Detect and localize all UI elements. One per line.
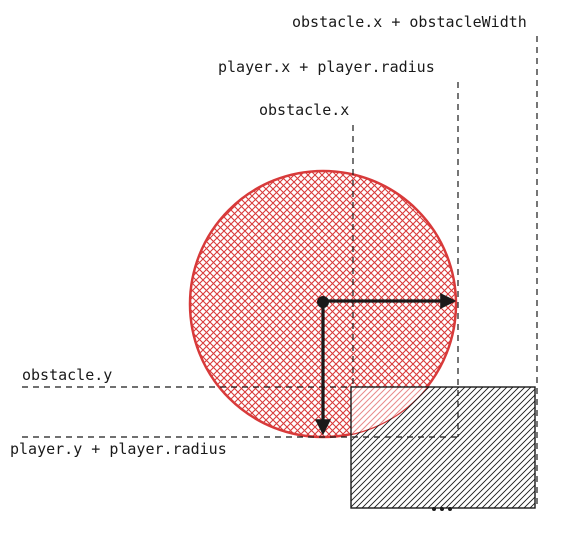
label-obstacle-x-plus-width: obstacle.x + obstacleWidth [292, 13, 527, 31]
radius-arrows [315, 293, 457, 436]
label-player-x-plus-radius: player.x + player.radius [218, 58, 435, 76]
label-player-y-plus-radius: player.y + player.radius [10, 440, 227, 458]
player-center-dot [317, 296, 329, 308]
guide-lines [22, 36, 538, 508]
label-obstacle-y: obstacle.y [22, 366, 112, 384]
label-obstacle-x: obstacle.x [259, 101, 349, 119]
obstacle-rect [350, 386, 536, 511]
